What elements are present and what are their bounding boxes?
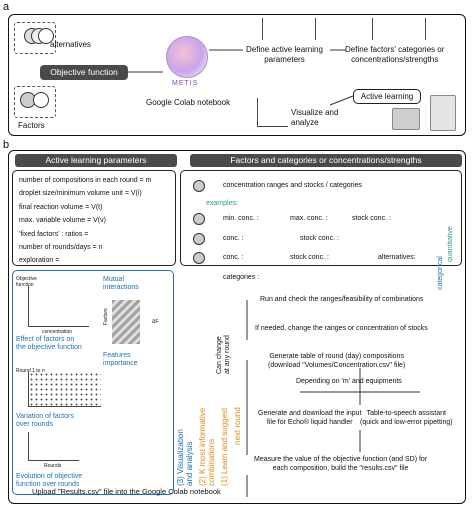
al-params-header: Active learning parameters (15, 154, 177, 167)
effect-plot (28, 286, 89, 327)
row2-conc: conc. : (223, 235, 244, 242)
panel-b (8, 150, 466, 504)
factor-circle-2 (33, 92, 49, 108)
row3-stock-conc: stock conc. : (290, 254, 329, 261)
viz-round-axis: Round 1 to n (16, 368, 45, 374)
examples-label: examples: (206, 200, 238, 207)
param-vv: max. variable volume = V(v) (19, 217, 106, 224)
echo-text: Generate and download the input file for… (258, 410, 362, 426)
factors-row-header: concentration ranges and stocks / catego… (223, 182, 362, 189)
factors-header: Factors and categories or concentrations… (190, 154, 462, 167)
importance-label: Features importance (103, 352, 138, 367)
panel-b-label: b (3, 139, 10, 151)
depending-text: Depending on 'm' and equipments (296, 378, 402, 385)
factor-circle-row3 (193, 252, 205, 264)
factor-circle-row2 (193, 233, 205, 245)
param-vi: droplet size/minimum volume unit = V(i) (19, 190, 142, 197)
metis-logo (166, 36, 208, 78)
run-check-text: Run and check the ranges/feasibility of … (260, 296, 424, 303)
viz-rounds-axis: Rounds (44, 463, 62, 469)
liquid-handler-icon (392, 108, 420, 130)
row1-min-conc: min. conc. : (223, 215, 259, 222)
upload-text: Upload "Results.csv" file into the Googl… (32, 487, 221, 496)
interaction-heatmap (112, 300, 140, 344)
arrow-al-to-viz (329, 95, 354, 106)
param-m: number of compositions in each round = m (19, 177, 152, 184)
variation-label: Variation of factors over rounds (16, 413, 74, 428)
mutual-label: Mutual interactions (103, 276, 139, 291)
effect-label: Effect of factors on the objective funct… (16, 336, 82, 351)
row3-conc: conc. : (223, 254, 244, 261)
alternatives-box (14, 22, 56, 54)
row4-categories: categories : (223, 274, 260, 281)
variation-plot (28, 372, 101, 407)
factors-label: Factors (18, 121, 45, 130)
viz-concentration-axis: concentration (42, 329, 73, 335)
generate-table-text: Generate table of round (day) compositio… (268, 353, 406, 369)
active-learning-box: Active learning (353, 89, 421, 104)
panel-a (8, 14, 466, 136)
define-factors-label: Define factors' categories or concentrat… (345, 45, 445, 64)
row1-stock-conc: stock conc. : (352, 215, 391, 222)
bar-chart-icon (257, 98, 288, 127)
plate-reader-icon (430, 95, 456, 131)
factor-circle-row1 (193, 213, 205, 225)
alternatives-label: alternatives (50, 40, 91, 49)
al-params-box (12, 170, 176, 266)
viz-dp-axis: ΔF (152, 319, 159, 325)
param-exploration: exploration = (19, 257, 60, 264)
alt-circle-3 (38, 28, 54, 44)
factors-box-b (180, 170, 462, 266)
visualize-label: Visualize and analyze (291, 108, 339, 127)
tts-text: Table-to-speech assistant (quick and low… (360, 410, 453, 426)
param-n: number of rounds/days = n (19, 244, 103, 251)
colab-label: Google Colab notebook (146, 98, 231, 107)
visualization-box (12, 270, 174, 495)
measure-text: Measure the value of the objective funct… (254, 456, 428, 472)
evolution-plot (28, 432, 79, 461)
evolution-label: Evolution of objective function over rou… (16, 473, 83, 488)
row3-alternatives: alternatives: (378, 254, 416, 261)
param-fixed: 'fixed factors' : ratios = (19, 231, 89, 238)
param-vt: final reaction volume = V(t) (19, 204, 103, 211)
row2-stock-conc: stock conc. : (300, 235, 339, 242)
row1-max-conc: max. conc. : (290, 215, 328, 222)
factors-template (372, 18, 426, 40)
viz-objective-axis: Objective function (16, 276, 37, 288)
metis-text: METIS (172, 80, 199, 87)
factors-box (14, 86, 56, 118)
objective-function-pill: Objective function (40, 65, 128, 80)
al-params-template (262, 18, 316, 40)
panel-a-label: a (3, 1, 10, 13)
if-needed-text: If needed, change the ranges or concentr… (255, 325, 428, 332)
define-al-params-label: Define active learning parameters (246, 45, 323, 64)
factor-circle-header (193, 180, 205, 192)
